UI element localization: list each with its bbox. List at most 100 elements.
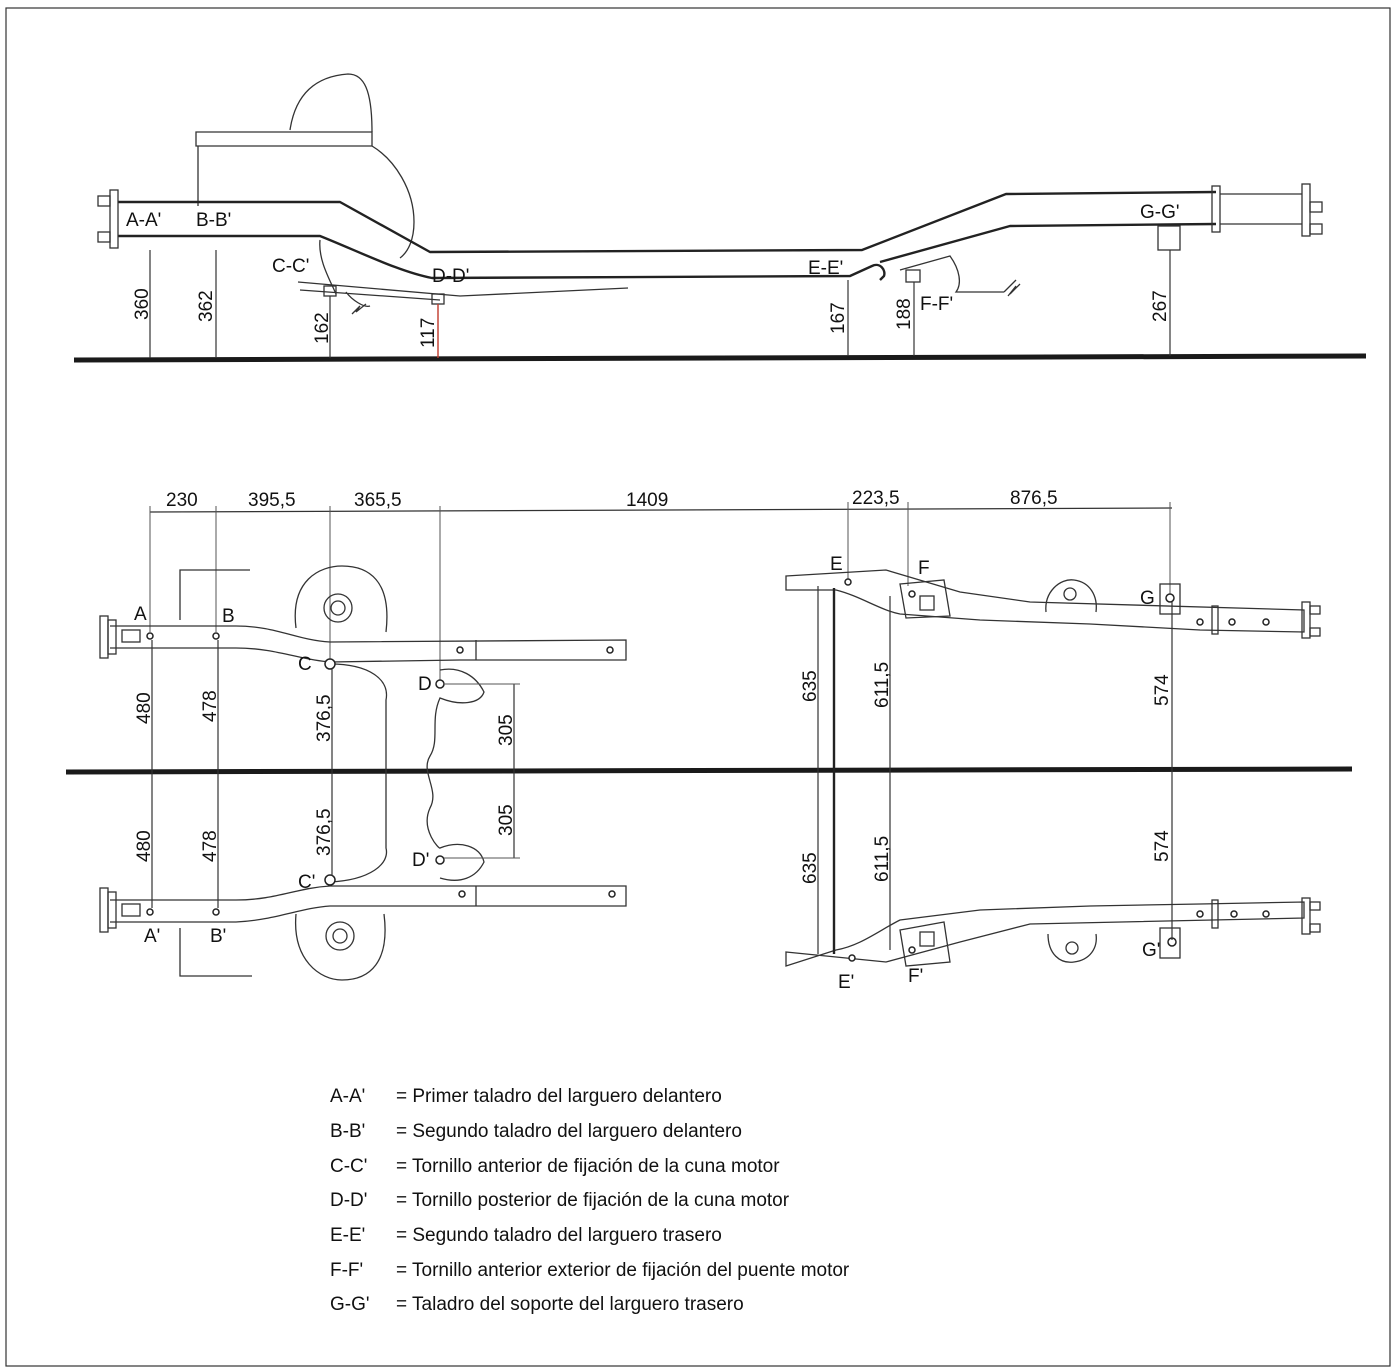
- top-label-a-prime: A': [144, 926, 160, 947]
- top-label-c: C: [298, 654, 312, 675]
- legend-text: = Taladro del soporte del larguero trase…: [396, 1294, 744, 1315]
- side-label-a: A-A': [126, 210, 161, 231]
- side-rail-lower-edge: [118, 234, 886, 281]
- top-label-f: F: [918, 558, 930, 579]
- wheel-housing-outline: [197, 145, 415, 259]
- legend-text: = Segundo taladro del larguero trasero: [396, 1225, 722, 1246]
- hole-b-lower: [212, 908, 220, 916]
- hole-d-upper: [435, 679, 445, 689]
- top-label-g: G: [1140, 588, 1155, 609]
- side-label-g: G-G': [1140, 202, 1180, 223]
- top-label-f-prime: F': [908, 966, 923, 987]
- lower-front-rail: [99, 885, 627, 977]
- height-value-b: 362: [196, 290, 217, 322]
- top-label-c-prime: C': [298, 872, 315, 893]
- half-width-dimension-lines: [151, 586, 1173, 954]
- halfwidth-lower-b: 478: [200, 830, 221, 862]
- hole-f-lower: [908, 946, 916, 954]
- halfwidth-upper-d: 305: [496, 714, 517, 746]
- hole-d-lower: [435, 855, 445, 865]
- halfwidth-upper-b: 478: [200, 690, 221, 722]
- halfwidth-lower-c: 376,5: [314, 808, 335, 856]
- spacing-value-cd: 365,5: [354, 490, 402, 511]
- legend-code: A-A': [330, 1086, 365, 1107]
- legend-code: C-C': [330, 1156, 367, 1177]
- height-value-d: 117: [418, 318, 439, 348]
- top-label-e-prime: E': [838, 972, 854, 993]
- halfwidth-lower-g: 574: [1152, 830, 1173, 862]
- height-value-a: 360: [132, 288, 153, 320]
- side-label-d: D-D': [432, 266, 469, 287]
- top-view-centre-line: [65, 766, 1353, 775]
- spacing-value-ab: 230: [166, 490, 198, 511]
- spacing-extension-lines: [149, 502, 1171, 680]
- height-value-f: 188: [894, 298, 915, 330]
- spacing-value-ef: 223,5: [852, 488, 900, 509]
- lightning-symbol-front: [351, 303, 367, 315]
- height-value-g: 267: [1150, 290, 1171, 322]
- hole-e-lower: [848, 954, 856, 962]
- upper-front-rail: [99, 569, 627, 663]
- hole-c-upper: [324, 658, 336, 670]
- front-flange: [97, 189, 119, 249]
- top-view: 230 395,5 365,5 1409 223,5 876,5: [65, 488, 1353, 993]
- side-label-e: E-E': [808, 258, 843, 279]
- g-support-block: [1157, 225, 1181, 251]
- side-rail-rear-lower-edge: [879, 222, 1217, 264]
- height-dimension-lines: [149, 250, 1171, 358]
- spacing-value-de: 1409: [626, 490, 668, 511]
- halfwidth-lower-d: 305: [496, 804, 517, 836]
- side-label-c: C-C': [272, 256, 309, 277]
- rear-suspension-bracket: [899, 255, 1017, 293]
- top-label-d-prime: D': [412, 850, 429, 871]
- halfwidth-lower-e: 635: [800, 852, 821, 884]
- top-label-e: E: [830, 554, 843, 575]
- top-label-g-prime: G': [1142, 940, 1160, 961]
- hole-a-upper: [146, 632, 154, 640]
- halfwidth-upper-f: 611,5: [872, 662, 893, 708]
- rear-flange: [1211, 183, 1323, 237]
- halfwidth-lower-a: 480: [134, 830, 155, 862]
- legend: A-A' = Primer taladro del larguero delan…: [330, 1086, 850, 1315]
- tyre-outline: [289, 73, 373, 133]
- hole-f-upper: [908, 590, 916, 598]
- legend-code: F-F': [330, 1260, 363, 1281]
- hole-e-upper: [844, 578, 852, 586]
- legend-code: B-B': [330, 1121, 365, 1142]
- legend-text: = Segundo taladro del larguero delantero: [396, 1121, 742, 1142]
- legend-code: G-G': [330, 1294, 370, 1315]
- engine-cradle: [329, 663, 485, 883]
- side-view: A-A' B-B' C-C' D-D' E-E' F-F' G-G' 360 3…: [73, 73, 1367, 363]
- engine-cradle-outline: [297, 239, 629, 307]
- legend-text: = Primer taladro del larguero delantero: [396, 1086, 722, 1107]
- upper-rear-rail: [785, 569, 1321, 639]
- lower-rear-rail: [785, 897, 1321, 967]
- halfwidth-upper-e: 635: [800, 670, 821, 702]
- top-label-b: B: [222, 606, 235, 627]
- spacing-value-bc: 395,5: [248, 490, 296, 511]
- side-label-f: F-F': [920, 294, 953, 315]
- lightning-symbol-rear: [1007, 283, 1021, 297]
- drawing-frame: [5, 7, 1391, 1367]
- halfwidth-upper-c: 376,5: [314, 694, 335, 742]
- halfwidth-lower-f: 611,5: [872, 836, 893, 882]
- hole-a-lower: [146, 908, 154, 916]
- spacing-value-fg: 876,5: [1010, 488, 1058, 509]
- legend-code: E-E': [330, 1225, 365, 1246]
- side-rail-upper-edge: [118, 190, 1217, 254]
- top-label-a: A: [134, 604, 147, 625]
- side-label-b: B-B': [196, 210, 231, 231]
- height-value-c: 162: [312, 312, 333, 344]
- wheel-arch-outline: [195, 131, 373, 147]
- top-label-d: D: [418, 674, 432, 695]
- side-view-ground-line: [73, 353, 1367, 363]
- legend-text: = Tornillo anterior de fijación de la cu…: [396, 1156, 780, 1177]
- front-wheel-hubs: [294, 565, 388, 981]
- hole-b-upper: [212, 632, 220, 640]
- legend-code: D-D': [330, 1190, 367, 1211]
- spacing-dimension-line: [149, 507, 1173, 513]
- height-value-e: 167: [828, 302, 849, 334]
- hole-g-upper: [1165, 593, 1175, 603]
- top-label-b-prime: B': [210, 926, 226, 947]
